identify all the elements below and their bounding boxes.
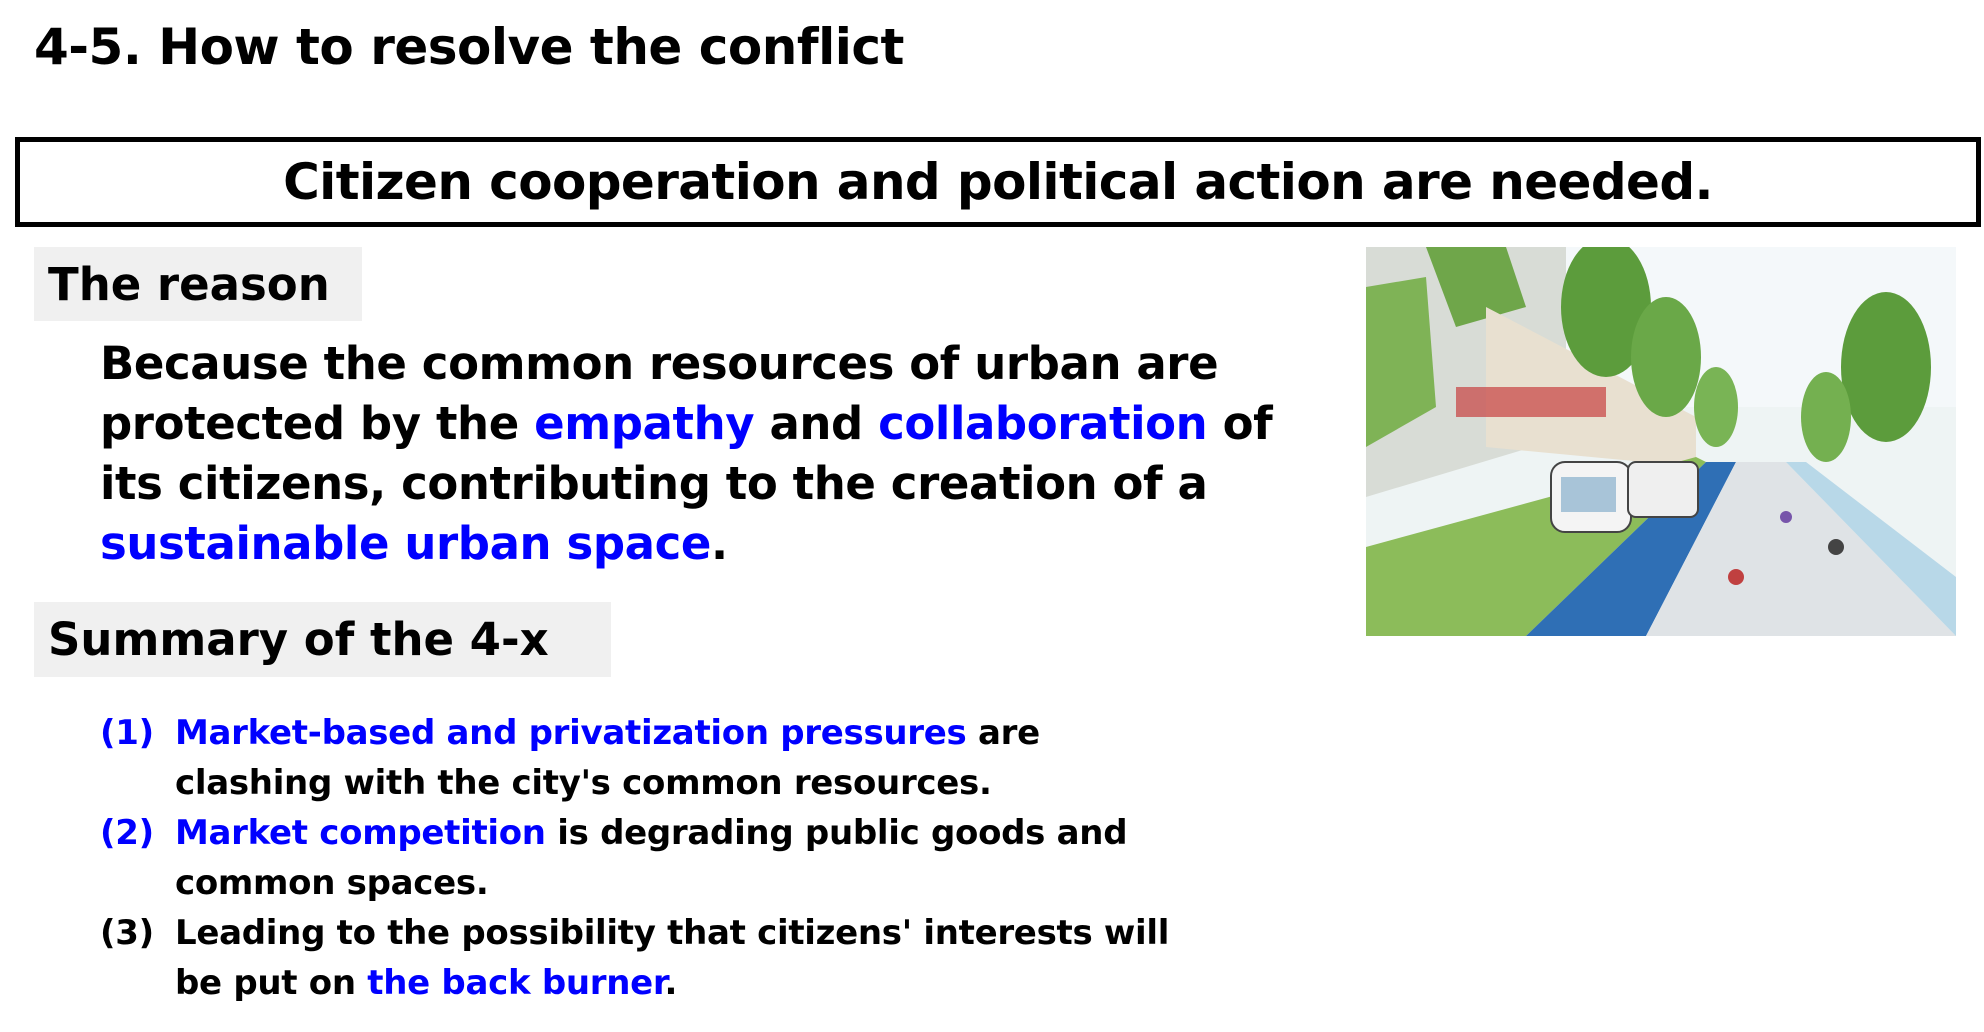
text-segment: and (754, 397, 879, 450)
text-segment: protected by the (100, 397, 535, 450)
text-line: Because the common resources of urban ar… (100, 334, 1272, 394)
summary-heading: Summary of the 4-x (34, 602, 611, 677)
item-text: Market competition is degrading public g… (175, 808, 1128, 908)
highlighted-text: the back burner (367, 963, 665, 1003)
text-segment: be put on (175, 963, 368, 1003)
summary-list: (1) Market-based and privatization pressu… (100, 708, 1169, 1008)
text-line: clashing with the city's common resource… (175, 758, 1040, 808)
page-title: 4-5. How to resolve the conflict (34, 18, 904, 76)
text-segment: Because the common resources of urban ar… (100, 337, 1219, 390)
text-segment: its citizens, contributing to the creati… (100, 457, 1208, 510)
list-item: (2) Market competition is degrading publi… (100, 808, 1169, 908)
list-item: (1) Market-based and privatization pressu… (100, 708, 1169, 808)
text-line: common spaces. (175, 858, 1127, 908)
item-text: Market-based and privatization pressures… (175, 708, 1040, 808)
text-line: its citizens, contributing to the creati… (100, 454, 1272, 514)
text-line: Market-based and privatization pressures… (175, 708, 1040, 758)
urban-street-illustration (1366, 247, 1956, 636)
text-segment: is degrading public goods and (545, 813, 1128, 853)
highlighted-text: Market competition (175, 813, 546, 853)
text-line: be put on the back burner. (175, 958, 1169, 1008)
item-number: (2) (100, 813, 154, 853)
text-segment: of (1207, 397, 1273, 450)
text-segment: Leading to the possibility that citizens… (175, 913, 1170, 953)
text-segment: . (664, 963, 678, 1003)
text-segment: are (966, 713, 1040, 753)
item-number: (1) (100, 713, 154, 753)
text-line: Market competition is degrading public g… (175, 808, 1128, 858)
text-line: Leading to the possibility that citizens… (175, 908, 1169, 958)
highlighted-text: collaboration (878, 397, 1208, 450)
text-segment: common spaces. (175, 863, 489, 903)
reason-heading: The reason (34, 247, 362, 321)
list-item: (3) Leading to the possibility that citiz… (100, 908, 1169, 1008)
headline-box: Citizen cooperation and political action… (15, 137, 1981, 227)
highlighted-text: sustainable urban space (100, 517, 712, 570)
item-number: (3) (100, 913, 154, 953)
text-segment: clashing with the city's common resource… (175, 763, 992, 803)
headline-text: Citizen cooperation and political action… (283, 153, 1713, 211)
reason-paragraph: Because the common resources of urban ar… (100, 334, 1273, 574)
text-segment: . (711, 517, 728, 570)
text-line: protected by the empathy and collaborati… (100, 394, 1273, 454)
highlighted-text: empathy (534, 397, 755, 450)
text-line: sustainable urban space. (100, 514, 1272, 574)
highlighted-text: Market-based and privatization pressures (175, 713, 967, 753)
item-text: Leading to the possibility that citizens… (175, 908, 1169, 1008)
